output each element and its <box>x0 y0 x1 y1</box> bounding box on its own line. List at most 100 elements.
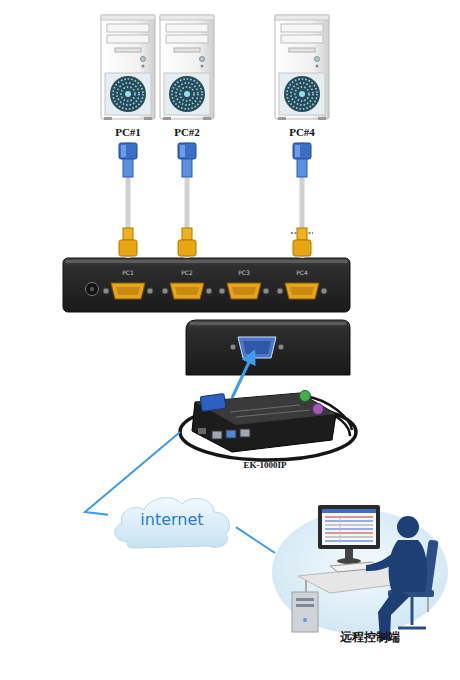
remote-workstation <box>397 516 419 538</box>
remote-workstation <box>296 604 314 607</box>
vga-plug <box>291 143 313 256</box>
kvm-back-panel <box>190 322 346 325</box>
pc-tower <box>275 15 329 120</box>
remote-workstation <box>322 509 376 545</box>
remote-workstation <box>398 627 426 630</box>
vga-plug <box>295 145 300 157</box>
vga-plug <box>121 145 126 157</box>
remote-workstation <box>322 509 376 513</box>
pc-tower <box>101 15 155 120</box>
vga-cable <box>185 142 190 258</box>
vga-port <box>219 283 269 299</box>
vga-plug <box>178 143 196 256</box>
ek-1000ip-device <box>226 430 236 438</box>
node-label: EK-1000IP <box>180 461 350 471</box>
ek-1000ip-device <box>212 431 222 439</box>
vga-plug <box>297 159 307 177</box>
port-label: PC1 <box>122 270 134 277</box>
vga-plug <box>182 228 192 240</box>
remote-workstation <box>325 536 373 537</box>
kvm-front-panel <box>86 283 99 296</box>
pc-tower: PC#4 <box>274 15 330 142</box>
remote-workstation <box>366 548 404 571</box>
kvm-front-panel <box>90 287 94 291</box>
ip-kvm-device: EK-1000IP <box>180 398 340 476</box>
network-line <box>236 527 275 553</box>
ek-1000ip-device <box>300 391 311 402</box>
kvm-switch: PC1 PC2 PC3 PC4 <box>63 258 350 352</box>
remote-workstation <box>345 549 353 559</box>
remote-terminal: 远程控制端 <box>275 495 460 650</box>
remote-workstation <box>325 524 373 525</box>
port-label: PC4 <box>296 270 308 277</box>
vga-plug <box>291 232 313 233</box>
ek-1000ip-device <box>192 393 336 452</box>
ek-1000ip-device <box>195 393 336 425</box>
remote-workstation <box>303 618 307 622</box>
node-label: internet <box>108 511 236 529</box>
port-label: PC3 <box>238 270 250 277</box>
node-label: PC#2 <box>159 126 215 138</box>
network-line <box>85 432 180 515</box>
remote-workstation <box>325 528 373 529</box>
remote-workstation <box>272 505 448 640</box>
remote-workstation <box>325 540 373 541</box>
ek-1000ip-device <box>313 404 324 415</box>
remote-workstation <box>340 515 341 543</box>
remote-workstation <box>296 598 314 601</box>
remote-workstation <box>325 516 373 517</box>
remote-workstation <box>318 505 380 549</box>
connector-group <box>85 142 302 553</box>
vga-plug <box>119 240 137 256</box>
vga-plug <box>119 143 137 256</box>
ek-1000ip-device <box>180 391 356 461</box>
ek-1000ip-device <box>240 429 250 437</box>
vga-port <box>277 283 327 299</box>
ek-1000ip-device <box>198 428 206 434</box>
pc-tower <box>160 15 214 120</box>
kvm-back-panel <box>230 344 236 350</box>
pc-tower: PC#1 <box>100 15 156 142</box>
vga-plug <box>119 143 313 256</box>
ek-1000ip-device <box>230 405 300 412</box>
vga-plug <box>119 143 137 159</box>
vga-plug <box>123 159 133 177</box>
ek-1000ip-device <box>200 393 226 411</box>
vga-plug <box>293 143 311 159</box>
node-label: PC#1 <box>100 126 156 138</box>
vga-plug <box>180 145 185 157</box>
kvm-back-panel <box>186 320 350 375</box>
kvm-front-panel <box>66 260 347 263</box>
pc-tower: PC#2 <box>159 15 215 142</box>
vga-cable <box>126 142 131 258</box>
kvm-back-panel <box>186 320 350 375</box>
remote-workstation <box>325 520 373 521</box>
node-label: 远程控制端 <box>275 631 460 644</box>
kvm-front-panel <box>63 258 350 312</box>
remote-workstation <box>325 532 373 533</box>
vga-plug <box>178 240 196 256</box>
kvm-front-panel <box>63 258 350 312</box>
connection-arrow <box>232 352 254 398</box>
pc-tower <box>101 15 329 120</box>
vga-port <box>162 283 212 299</box>
vga-plug <box>297 228 307 240</box>
remote-workstation <box>411 597 414 625</box>
vga-plug <box>182 159 192 177</box>
vga-cable <box>300 142 305 258</box>
vga-plug <box>123 228 133 240</box>
internet-cloud: internet <box>108 490 236 552</box>
node-label: PC#4 <box>274 126 330 138</box>
kvm-back-panel <box>278 344 284 350</box>
remote-workstation <box>292 592 318 632</box>
vga-plug <box>178 143 196 159</box>
vga-port <box>103 283 153 299</box>
vga-plug <box>293 240 311 256</box>
kvm-back-panel <box>243 341 271 354</box>
remote-workstation <box>272 510 448 634</box>
port-label: PC2 <box>181 270 193 277</box>
